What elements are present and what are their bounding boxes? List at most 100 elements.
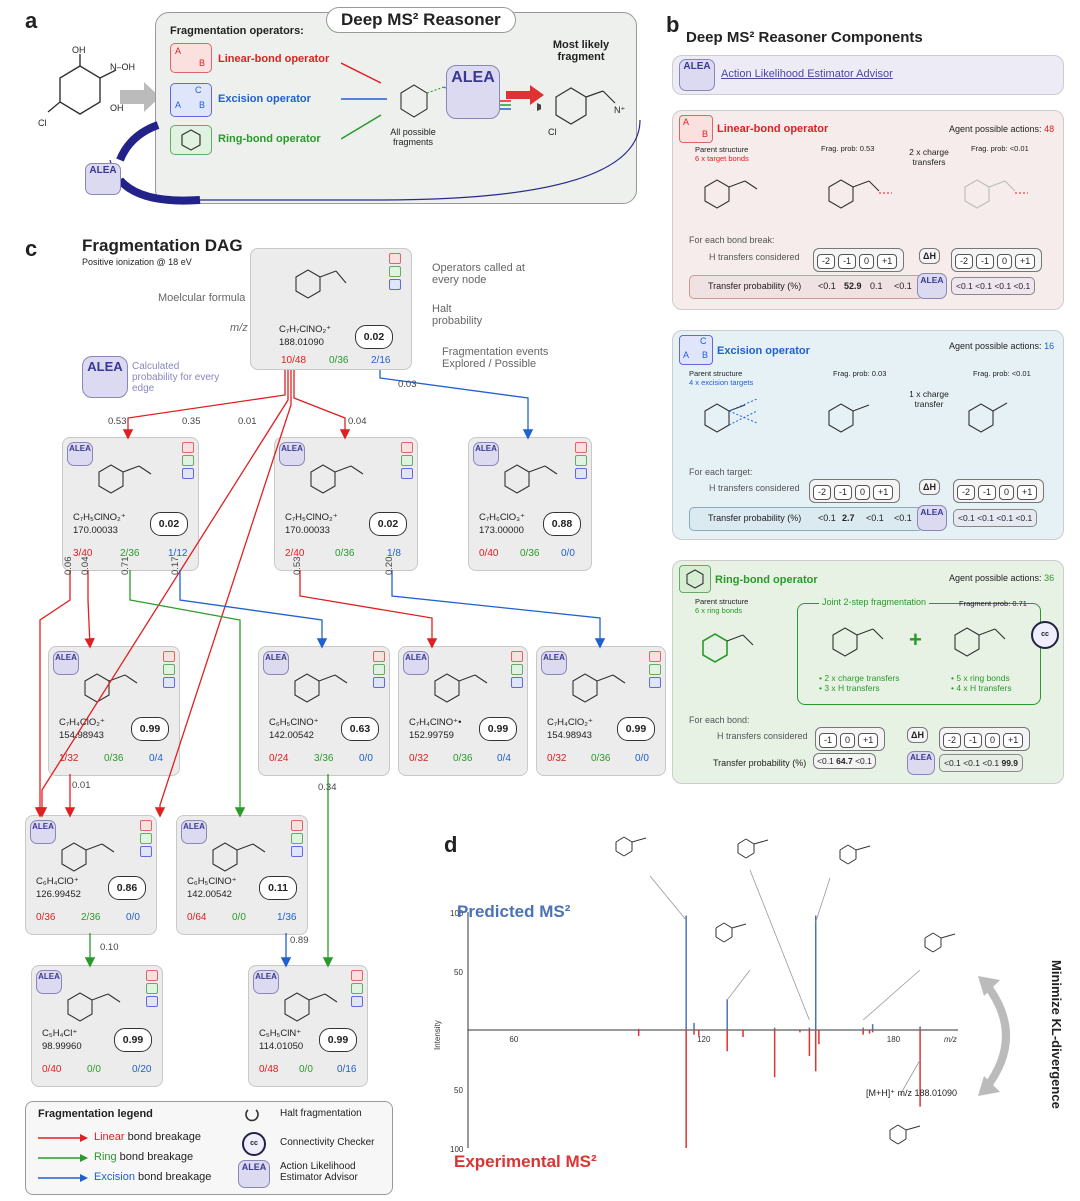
alea-desc-text: Action Likelihood Estimator Advisor	[721, 68, 893, 80]
node-formula: C₇H₅ClNO₂⁺	[285, 512, 338, 523]
ring-step-molecules	[832, 627, 1006, 657]
node-halt: 0.99	[617, 717, 655, 741]
legend-halt: Halt fragmentation	[280, 1108, 362, 1119]
node-ops-icons	[649, 651, 661, 690]
node-cnt-b: 0/0	[126, 912, 140, 923]
edge-prob-label: 0.04	[348, 416, 367, 427]
root-mz: 188.01090	[279, 337, 324, 348]
node-cnt-b: 0/0	[635, 753, 649, 764]
dag-edge-10	[299, 570, 438, 649]
panel-a-red-arrow	[506, 85, 544, 105]
most-likely-molecule	[555, 87, 616, 125]
node-halt: 0.86	[108, 876, 146, 900]
node-ops-icons	[373, 651, 385, 690]
root-cnt-b: 2/16	[371, 355, 391, 366]
y-axis-label: Intensity	[433, 1020, 442, 1050]
ring-tp-row: Transfer probability (%) <0.1 64.7 <0.1	[701, 753, 907, 775]
annotation-line	[815, 877, 831, 923]
most-likely-n-label: N⁺	[614, 105, 626, 115]
edge-prob-label: 0.01	[238, 416, 257, 427]
node-cnt-b: 0/0	[359, 753, 373, 764]
excision-molecules	[704, 398, 1008, 433]
node-cnt-g: 0/0	[299, 1064, 313, 1075]
y-tick-label: 100	[450, 1145, 464, 1154]
node-ops-icons	[146, 970, 158, 1009]
ring-tp-right: <0.1 <0.1 <0.1 99.9	[939, 754, 1024, 772]
panel-a-oh2-label: OH	[110, 103, 124, 113]
excision-tp-right: <0.1 <0.1 <0.1 <0.1	[953, 509, 1038, 527]
linear-operator-box: A B Linear-bond operator Agent possible …	[672, 110, 1064, 310]
linear-actions: Agent possible actions: 48	[949, 124, 1055, 134]
ring-step2b: • 4 x H transfers	[951, 683, 1012, 693]
mh-label: [M+H]⁺ m/z 188.01090	[866, 1088, 958, 1098]
linear-op-icon: A B	[170, 43, 212, 73]
ring-targets: 6 x ring bonds	[695, 606, 743, 615]
node-halt: 0.99	[479, 717, 517, 741]
node-alea-icon: ALEA	[30, 820, 56, 844]
ring-box-icon	[679, 565, 711, 593]
legend-checker: Connectivity Checker	[280, 1137, 375, 1148]
ring-step1a: • 2 x charge transfers	[819, 673, 900, 683]
peak-molecule	[924, 932, 956, 953]
panel-label-a: a	[25, 8, 38, 33]
node-cnt-b: 1/12	[168, 548, 188, 559]
excision-each: For each target:	[689, 467, 753, 477]
linear-tp-right: <0.1 <0.1 <0.1 <0.1	[951, 277, 1036, 295]
node-ops-icons	[182, 442, 194, 481]
node-cnt-g: 2/36	[81, 912, 101, 923]
annotation-line	[749, 869, 810, 1021]
node-molecule	[310, 464, 364, 494]
node-mz: 170.00033	[73, 525, 118, 536]
node-formula: C₆H₅ClNO⁺	[269, 717, 319, 728]
panel-b-alea-icon: ALEA	[679, 59, 715, 91]
legend-excision: Excision bond breakage	[94, 1171, 212, 1183]
linear-frag1: Frag. prob: 0.53	[821, 144, 875, 153]
excision-alea-icon: ALEA	[917, 505, 947, 531]
node-alea-icon: ALEA	[279, 442, 305, 466]
ring-dh: ΔH	[907, 727, 928, 743]
node-formula: C₇H₄ClNO⁺•	[409, 717, 462, 728]
ring-joint-label: Joint 2-step fragmentation	[819, 597, 930, 607]
legend-alea: Action Likelihood Estimator Advisor	[280, 1161, 358, 1183]
node-halt: 0.02	[150, 512, 188, 536]
node-mz: 154.98943	[547, 730, 592, 741]
node-alea-icon: ALEA	[263, 651, 289, 675]
node-alea-icon: ALEA	[473, 442, 499, 466]
ring-each: For each bond:	[689, 715, 750, 725]
node-cnt-b: 1/8	[387, 548, 401, 559]
linear-op-label: Linear-bond operator	[218, 53, 330, 65]
node-formula: C₆H₄ClO⁺	[36, 876, 79, 887]
node-ops-icons	[163, 651, 175, 690]
ring-actions: Agent possible actions: 36	[949, 573, 1055, 583]
node-molecule	[294, 673, 348, 703]
ring-op-icon	[170, 125, 212, 155]
node-ops-icons	[511, 651, 523, 690]
edge-prob-label: 0.34	[318, 782, 337, 793]
node-mz: 173.00000	[479, 525, 524, 536]
node-cnt-b: 0/20	[132, 1064, 152, 1075]
edge-prob-label: 0.01	[72, 780, 91, 791]
node-cnt-g: 3/36	[314, 753, 334, 764]
ann-alea: Calculated probability for every edge	[132, 361, 220, 394]
edge-prob-label: 0.20	[384, 556, 395, 576]
edge-prob-label: 0.71	[120, 556, 131, 576]
excision-operator-box: C A B Excision operator Agent possible a…	[672, 330, 1064, 540]
excision-box-icon: C A B	[679, 335, 713, 365]
node-cnt-b: 0/4	[149, 753, 163, 764]
excision-charge: 1 x charge transfer	[909, 389, 949, 409]
connectivity-checker-icon: cc	[1031, 621, 1059, 649]
node-cnt-r: 1/32	[59, 753, 79, 764]
ann-operators: Operators called at every node	[432, 262, 525, 286]
ring-tp-left: <0.1 64.7 <0.1	[813, 753, 876, 769]
linear-targets: 6 x target bonds	[695, 154, 749, 163]
linear-box-icon: A B	[679, 115, 713, 143]
linear-htrans-label: H transfers considered	[709, 252, 800, 262]
halt-icon	[245, 1109, 259, 1122]
node-formula: C₇H₄ClO₂⁺	[59, 717, 105, 728]
excision-frag1: Frag. prob: 0.03	[833, 369, 887, 378]
